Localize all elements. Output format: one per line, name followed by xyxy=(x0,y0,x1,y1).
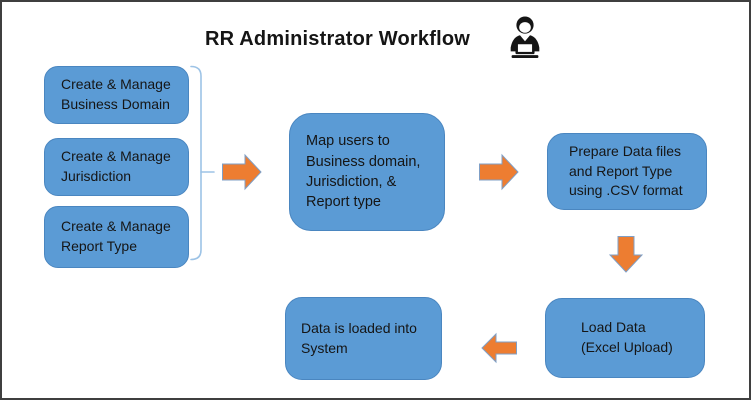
node-label: Create & Manage Business Domain xyxy=(61,76,171,112)
node-label: Map users to Business domain, Jurisdicti… xyxy=(306,133,421,211)
flow-arrow-to-map-users xyxy=(222,152,262,197)
node-label: Create & Manage Report Type xyxy=(61,218,171,254)
node-map-users: Map users to Business domain, Jurisdicti… xyxy=(289,113,445,231)
node-create-business-domain: Create & Manage Business Domain xyxy=(44,66,189,124)
node-prepare-data-files: Prepare Data files and Report Type using… xyxy=(547,133,707,210)
grouping-bracket xyxy=(186,62,218,269)
node-load-data: Load Data (Excel Upload) xyxy=(545,298,705,378)
node-label: Create & Manage Jurisdiction xyxy=(61,148,171,184)
node-label: Prepare Data files and Report Type using… xyxy=(569,143,683,199)
node-label: Data is loaded into System xyxy=(301,319,417,356)
node-data-loaded: Data is loaded into System xyxy=(285,297,442,380)
node-create-report-type: Create & Manage Report Type xyxy=(44,206,189,268)
node-create-jurisdiction: Create & Manage Jurisdiction xyxy=(44,138,189,196)
flow-arrow-to-load-data xyxy=(608,236,644,278)
flow-arrow-to-prepare-data xyxy=(479,152,519,197)
diagram-header: RR Administrator Workflow xyxy=(2,14,749,65)
admin-user-at-laptop-icon xyxy=(504,14,546,65)
node-label: Load Data (Excel Upload) xyxy=(581,319,673,355)
page-title: RR Administrator Workflow xyxy=(204,28,470,50)
flow-arrow-to-data-loaded xyxy=(481,331,517,370)
